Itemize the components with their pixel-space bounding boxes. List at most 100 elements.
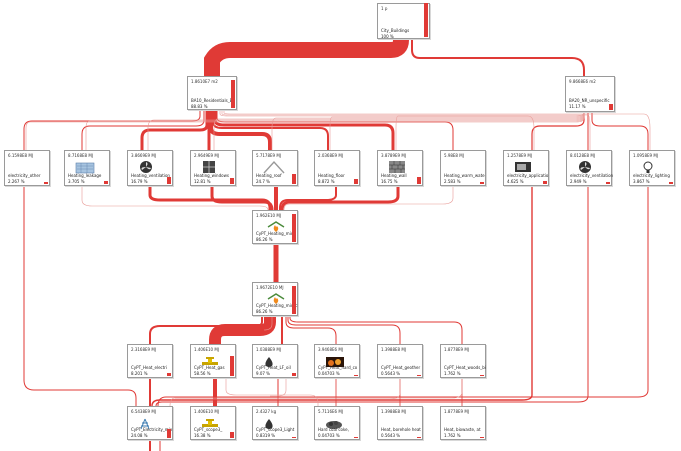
node-value: 1 p	[381, 6, 388, 11]
share-bar	[669, 182, 673, 184]
node-value: 5.7116E6 MJ	[318, 409, 343, 414]
node-label: CyPT_scope3_Light	[256, 427, 295, 432]
node-city-buildings[interactable]: 1 p City_Buildings 100 %	[377, 3, 430, 39]
node-label: CyPT_Heat_gas	[194, 365, 225, 370]
share-bar	[230, 432, 234, 438]
share-bar	[292, 437, 296, 438]
node-label: Heating_leakage	[68, 173, 102, 178]
node-electricity-applications[interactable]: 1.2578E9 MJ electricity_applicatio 4.625…	[503, 150, 549, 186]
node-percent: 0.5643 %	[381, 371, 401, 376]
bulb-icon	[640, 159, 656, 173]
flow-res-roof	[209, 110, 272, 150]
node-label: Heat, biowaste, at	[444, 427, 481, 432]
share-bar	[354, 179, 358, 184]
node-percent: 8.201 %	[131, 371, 148, 376]
node-heat-gas[interactable]: 1.406E10 MJ CyPT_Heat_gas 58.56 %	[190, 344, 236, 378]
wall-icon	[388, 159, 405, 173]
node-electricity-other[interactable]: 6.1598E8 MJ electricity_other 2.267 %	[4, 150, 50, 186]
flow-res-floor	[212, 110, 329, 150]
share-bar	[609, 104, 613, 110]
node-percent: 3.867 %	[633, 179, 650, 184]
flow-win-mix	[210, 186, 274, 211]
fan-icon	[577, 159, 593, 173]
fan-icon	[138, 159, 154, 173]
node-heating-roof[interactable]: 5.7178E9 MJ Heating_roof 24.7 %	[252, 150, 298, 186]
node-heating-floor[interactable]: 2.0368E9 MJ Heating_floor 8.872 %	[314, 150, 360, 186]
node-residentials[interactable]: 1.8610E7 m2 BA10_Residentials_B 88.83 %	[187, 76, 237, 110]
node-scope3-light[interactable]: 2.4327 kg CyPT_scope3_Light 0.8319 %	[252, 406, 298, 440]
flow-floor-mix	[279, 186, 337, 210]
node-heating-mix-c[interactable]: 1.9672E10 MJ CyPT_Heating_mix_c 86.26 %	[252, 282, 298, 316]
node-label: City_Buildings	[381, 28, 410, 33]
leakage-icon	[75, 159, 95, 174]
node-percent: 11.17 %	[569, 104, 586, 109]
node-label: CyPT_Heat_woods_bi	[444, 365, 486, 370]
node-electricity-ventilation[interactable]: 8.0128E8 MJ electricity_ventilation 2.94…	[566, 150, 613, 186]
node-value: 1.0388E9 MJ	[256, 347, 281, 352]
node-label: BA20_NR_unspecific	[569, 98, 610, 103]
node-electricity-mix[interactable]: 6.5438E9 MJ CyPT_Electricity_mix 24.08 %	[127, 406, 173, 440]
node-label: electricity_other	[8, 173, 41, 178]
node-percent: 8.872 %	[318, 179, 335, 184]
node-value: 2.0368E9 MJ	[318, 153, 343, 158]
node-percent: 58.56 %	[194, 371, 211, 376]
node-value: 1.8610E7 m2	[191, 79, 218, 84]
flow-nr-light	[591, 112, 649, 150]
node-heat-geothermal[interactable]: 1.3988E8 MJ CyPT_Heat_geother 0.5643 %	[377, 344, 423, 378]
node-value: 6.5438E9 MJ	[131, 409, 156, 414]
roof-icon	[263, 159, 285, 174]
node-percent: 0.04703 %	[318, 371, 340, 376]
node-label: CyPT_Heat_electri	[131, 365, 168, 370]
share-bar	[292, 214, 296, 242]
node-value: 1.0958E9 MJ	[633, 153, 658, 158]
node-heating-leakage[interactable]: 8.7168E8 MJ Heating_leakage 3.705 %	[64, 150, 110, 186]
flame-house-icon	[267, 290, 285, 304]
node-label: CyPT_Heat_geother	[381, 365, 421, 370]
node-heat-borehole[interactable]: 1.3988E8 MJ Heat, borehole heat 0.5643 %	[377, 406, 423, 440]
share-bar	[230, 356, 234, 376]
share-bar	[417, 177, 421, 184]
share-bar	[480, 375, 484, 376]
node-nr-unspecific[interactable]: 9.8668E6 m2 BA20_NR_unspecific 11.17 %	[565, 76, 615, 112]
node-percent: 2.267 %	[8, 179, 25, 184]
flow-city-nr	[411, 24, 585, 78]
share-bar	[230, 178, 234, 184]
share-bar	[231, 80, 235, 108]
node-label: Heating_warm_wate	[444, 173, 485, 178]
node-label: CyPT_Heating_mix	[256, 231, 294, 236]
share-bar	[480, 437, 484, 438]
node-hard-coal-coke[interactable]: 5.7116E6 MJ Hard coal coke, 0.04703 %	[314, 406, 360, 440]
node-value: 1.962E10 MJ	[256, 213, 281, 218]
node-label: CyPT_scope3_	[194, 427, 223, 432]
flow-city-res	[204, 24, 409, 76]
node-percent: 2.949 %	[570, 179, 587, 184]
node-heat-hard-coal[interactable]: 3.9468E6 MJ CyPT_Heat_hard_co 0.04703 %	[314, 344, 360, 378]
node-value: 2.3168E9 MJ	[131, 347, 156, 352]
node-heating-ventilation[interactable]: 3.8669E9 MJ Heating_ventilation 16.79 %	[127, 150, 173, 186]
node-label: electricity_lighting	[633, 173, 670, 178]
share-bar	[417, 437, 421, 438]
flow-mix2-geo	[287, 316, 401, 344]
node-electricity-lighting[interactable]: 1.0958E9 MJ electricity_lighting 3.867 %	[629, 150, 675, 186]
node-percent: 1.762 %	[444, 371, 461, 376]
node-value: 1.406E10 MJ	[194, 409, 219, 414]
node-heating-windows[interactable]: 2.9649E9 MJ Heating_windows 12.81 %	[190, 150, 236, 186]
node-heat-electric[interactable]: 2.3168E9 MJ CyPT_Heat_electri 8.201 %	[127, 344, 173, 378]
share-bar	[167, 177, 171, 184]
coal-icon	[325, 415, 342, 429]
node-label: Heating_windows	[194, 173, 229, 178]
node-heating-mix[interactable]: 1.962E10 MJ CyPT_Heating_mix 86.26 %	[252, 210, 298, 244]
node-scope3[interactable]: 1.406E10 MJ CyPT_scope3_ 16.38 %	[190, 406, 236, 440]
flow-res-leak	[81, 110, 205, 150]
node-label: CyPT_Electricity_mix	[131, 427, 173, 432]
node-heat-biowaste[interactable]: 1.8778E9 MJ Heat, biowaste, at 1.762 %	[440, 406, 486, 440]
share-bar	[480, 182, 484, 184]
node-heat-woods-bio[interactable]: 1.8778E9 MJ CyPT_Heat_woods_bi 1.762 %	[440, 344, 486, 378]
gas-valve-icon	[201, 415, 218, 429]
node-heat-lf-oil[interactable]: 1.0388E9 MJ CyPT_Heat_LF_oil 9.07 %	[252, 344, 298, 378]
node-label: BA10_Residentials_B	[191, 98, 233, 103]
node-heating-wall[interactable]: 3.8789E9 MJ Heating_wall 16.75 %	[377, 150, 423, 186]
node-percent: 88.83 %	[191, 104, 208, 109]
node-heating-warm-water[interactable]: 5.98E8 MJ Heating_warm_wate 2.583 %	[440, 150, 486, 186]
